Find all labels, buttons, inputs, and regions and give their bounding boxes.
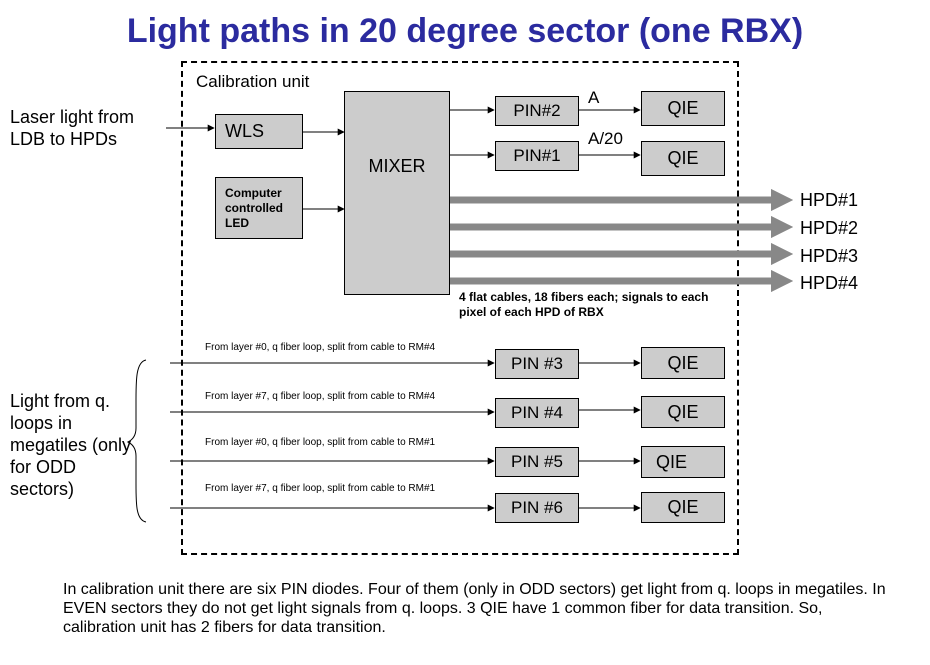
qie-label: QIE: [667, 148, 699, 168]
laser-label: Laser light from LDB to HPDs: [10, 107, 135, 149]
qie-box-1: QIE: [641, 91, 725, 126]
qie-label: QIE: [667, 98, 699, 118]
qie-box-4: QIE: [641, 396, 725, 428]
pin3-box: PIN #3: [495, 349, 579, 379]
calibration-unit-label: Calibration unit: [196, 72, 310, 91]
qie-box-6: QIE: [641, 492, 725, 523]
pin2-label: PIN#2: [513, 101, 561, 120]
loop-source-1: From layer #0, q fiber loop, split from …: [205, 342, 436, 353]
hpd1-label: HPD#1: [800, 190, 859, 210]
led-box: Computer controlled LED: [215, 177, 303, 239]
loop-source-2: From layer #7, q fiber loop, split from …: [205, 391, 436, 402]
pin6-box: PIN #6: [495, 493, 579, 523]
pin5-box: PIN #5: [495, 447, 579, 477]
qloops-brace: [126, 359, 147, 523]
loop-source-3: From layer #0, q fiber loop, split from …: [205, 437, 436, 448]
pin1-label: PIN#1: [513, 146, 561, 165]
qie-box-5: QIE: [641, 446, 725, 478]
wls-box: WLS: [215, 114, 303, 149]
hpd2-label: HPD#2: [800, 218, 859, 238]
qie-box-3: QIE: [641, 347, 725, 379]
hpd3-label: HPD#3: [800, 246, 859, 266]
pin6-label: PIN #6: [511, 498, 563, 517]
qie-label: QIE: [667, 401, 699, 422]
qloops-label: Light from q. loops in megatiles (only f…: [10, 391, 132, 499]
pin5-label: PIN #5: [511, 452, 563, 471]
qie-label: QIE: [656, 451, 688, 472]
mixer-label: MIXER: [368, 156, 426, 176]
led-label: Computer controlled LED: [225, 185, 284, 230]
qie-box-2: QIE: [641, 141, 725, 176]
wls-label: WLS: [225, 121, 265, 141]
signal-a-label: A: [588, 88, 600, 107]
pin1-box: PIN#1: [495, 141, 579, 171]
loop-source-4: From layer #7, q fiber loop, split from …: [205, 483, 436, 494]
mixer-box: MIXER: [344, 91, 450, 295]
signal-a20-label: A/20: [588, 129, 623, 148]
page-title: Light paths in 20 degree sector (one RBX…: [126, 12, 804, 50]
qie-label: QIE: [667, 497, 699, 517]
hpd4-label: HPD#4: [800, 273, 859, 293]
pin2-box: PIN#2: [495, 96, 579, 126]
cables-note: 4 flat cables, 18 fibers each; signals t…: [459, 290, 709, 319]
pin4-box: PIN #4: [495, 398, 579, 428]
calibration-unit-frame: [181, 61, 739, 555]
qie-label: QIE: [667, 352, 699, 373]
pin3-label: PIN #3: [511, 354, 563, 373]
footer-note: In calibration unit there are six PIN di…: [63, 581, 886, 636]
pin4-label: PIN #4: [511, 403, 563, 422]
